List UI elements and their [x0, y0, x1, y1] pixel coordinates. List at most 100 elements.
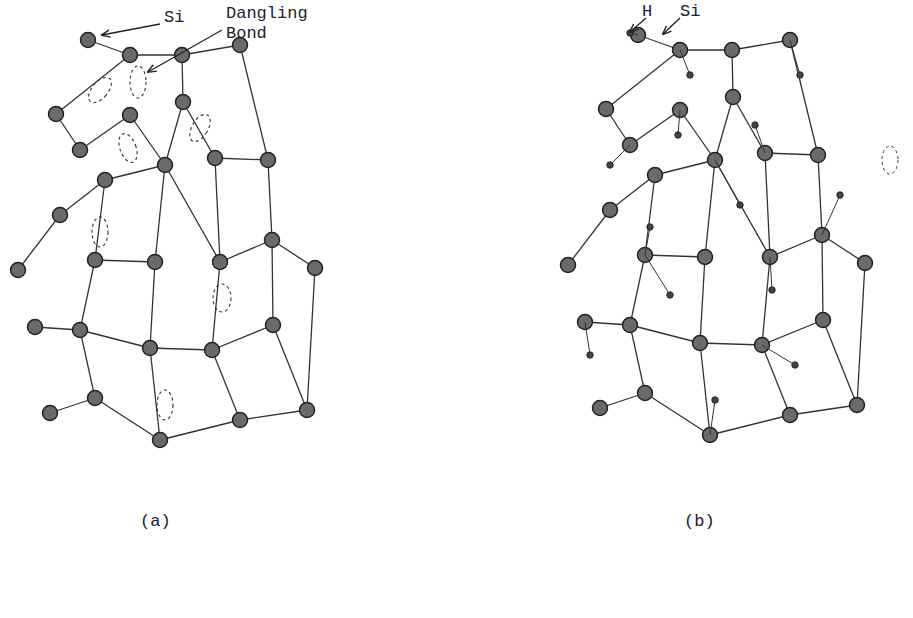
si-bond	[765, 153, 770, 257]
si-bond	[240, 410, 307, 420]
si-atom	[698, 250, 713, 265]
si-h-bond	[610, 145, 630, 165]
si-atom	[208, 151, 223, 166]
si-bond	[645, 255, 705, 257]
si-atom	[88, 253, 103, 268]
si-bond	[762, 257, 770, 345]
si-atom	[233, 413, 248, 428]
si-h-bond	[770, 257, 772, 290]
si-h-bond	[715, 160, 740, 205]
si-bond	[307, 268, 315, 410]
si-atom	[811, 148, 826, 163]
dangling-bond	[157, 390, 173, 420]
si-bond	[790, 40, 818, 155]
si-atom	[11, 263, 26, 278]
si-bond	[770, 235, 822, 257]
si-bond	[710, 415, 790, 435]
si-atom	[205, 343, 220, 358]
si-bond	[150, 262, 155, 348]
si-atom	[593, 401, 608, 416]
si-bond	[818, 155, 822, 235]
si-atom	[816, 313, 831, 328]
si-bond	[823, 320, 857, 405]
si-atom	[123, 48, 138, 63]
si-bond	[240, 45, 268, 160]
h-atom	[675, 132, 681, 138]
si-h-bond	[822, 195, 840, 235]
h-atom	[607, 162, 613, 168]
si-atom	[213, 255, 228, 270]
si-bond	[80, 330, 150, 348]
si-bond	[56, 55, 130, 114]
si-bond	[568, 210, 610, 265]
si-atom	[53, 208, 68, 223]
h-atom	[797, 72, 803, 78]
leader-line	[663, 18, 680, 34]
si-bond	[80, 115, 130, 150]
dangling-bond	[84, 73, 116, 106]
si-atom	[693, 336, 708, 351]
si-bond	[630, 255, 645, 325]
si-h-bond	[678, 110, 680, 135]
si-h-bond	[755, 125, 765, 153]
h-atom	[667, 292, 673, 298]
si-atom	[783, 408, 798, 423]
network-b	[561, 28, 899, 443]
si-bond	[857, 263, 865, 405]
h-atom	[687, 72, 693, 78]
si-h-bond	[710, 400, 715, 435]
si-atom	[88, 391, 103, 406]
si-atom	[148, 255, 163, 270]
si-bond	[150, 348, 160, 440]
si-bond	[165, 165, 220, 262]
si-atom	[73, 323, 88, 338]
si-bond	[700, 343, 710, 435]
si-atom	[143, 341, 158, 356]
callout-label: Dangling Bond	[226, 4, 318, 43]
leader-lines	[102, 18, 680, 72]
si-bond	[715, 97, 733, 160]
si-bond	[212, 325, 273, 350]
h-atom	[737, 202, 743, 208]
si-bond	[95, 180, 105, 260]
si-atom	[638, 386, 653, 401]
si-bond	[95, 398, 160, 440]
si-atom	[726, 90, 741, 105]
si-atom	[648, 168, 663, 183]
si-bond	[610, 175, 655, 210]
dangling-bond	[92, 217, 108, 247]
si-bond	[150, 348, 212, 350]
si-bond	[732, 40, 790, 50]
si-bond	[215, 158, 220, 262]
si-bond	[268, 160, 272, 240]
h-atom	[792, 362, 798, 368]
dangling-bond	[186, 111, 215, 145]
si-atom	[308, 261, 323, 276]
dangling-bond	[213, 284, 231, 312]
si-atom	[561, 258, 576, 273]
leader-line	[148, 30, 222, 72]
h-atom	[587, 352, 593, 358]
panel-label: (b)	[684, 512, 715, 532]
si-bond	[220, 240, 272, 262]
si-h-bond	[680, 50, 690, 75]
si-bond	[182, 45, 240, 55]
si-bond	[212, 262, 220, 350]
h-atom	[712, 397, 718, 403]
si-h-bond	[645, 227, 650, 255]
si-bond	[822, 235, 823, 320]
dangling-bond	[882, 146, 898, 174]
si-bond	[700, 257, 705, 343]
si-atom	[725, 43, 740, 58]
si-bond	[762, 345, 790, 415]
si-atom	[599, 102, 614, 117]
si-atom	[28, 320, 43, 335]
si-bond	[273, 325, 307, 410]
si-atom	[623, 318, 638, 333]
si-atom	[43, 406, 58, 421]
si-atom	[153, 433, 168, 448]
si-bond	[790, 405, 857, 415]
si-h-bond	[790, 40, 800, 75]
h-atom	[837, 192, 843, 198]
si-atom	[850, 398, 865, 413]
